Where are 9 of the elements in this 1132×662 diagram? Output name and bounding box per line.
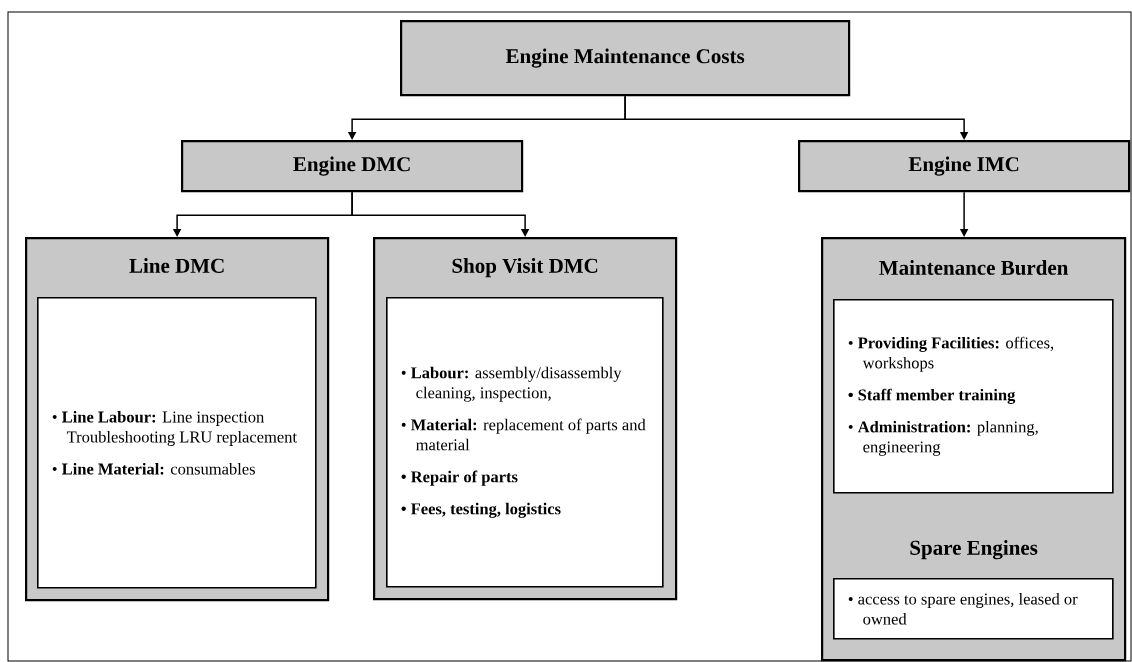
heading-box: Engine Maintenance Costs (400, 20, 851, 97)
list-box: • access to spare engines, leased or owned (833, 578, 1114, 640)
list-box: • Labour: assembly/disassembly cleaning, inspection, • Material: replacement of parts and material • Repair of parts • Fees, testing, logistics (386, 297, 664, 588)
list-box: • Providing Facilities: offices, workshops • Staff member training • Administration: planning, engineering (833, 299, 1114, 494)
heading-box: Engine IMC (798, 140, 1131, 193)
list-box: • Line Labour: Line inspection Troubleshooting LRU replacement • Line Material: consumables (37, 297, 317, 589)
arrow (351, 191, 530, 237)
arrow (624, 95, 969, 140)
heading-box: Engine DMC (181, 140, 524, 193)
